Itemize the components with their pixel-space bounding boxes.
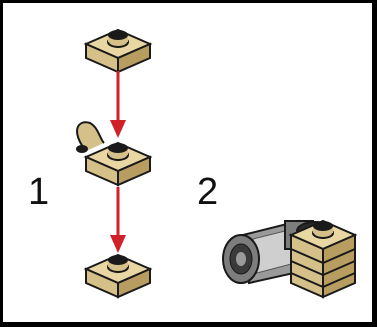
step-number: 2 (197, 171, 219, 213)
brick-plate-with-clip (76, 121, 153, 187)
brick-top-plate (83, 28, 153, 74)
brick-stack (288, 219, 358, 299)
instruction-panel: 1 2 (3, 3, 372, 322)
brick-lamp-assembly (222, 219, 358, 299)
step-number: 1 (28, 171, 50, 213)
brick-bottom-plate (83, 253, 153, 299)
arrow-down-icon (110, 71, 126, 138)
assembly-illustration (76, 28, 358, 299)
arrow-down-icon (110, 187, 126, 253)
